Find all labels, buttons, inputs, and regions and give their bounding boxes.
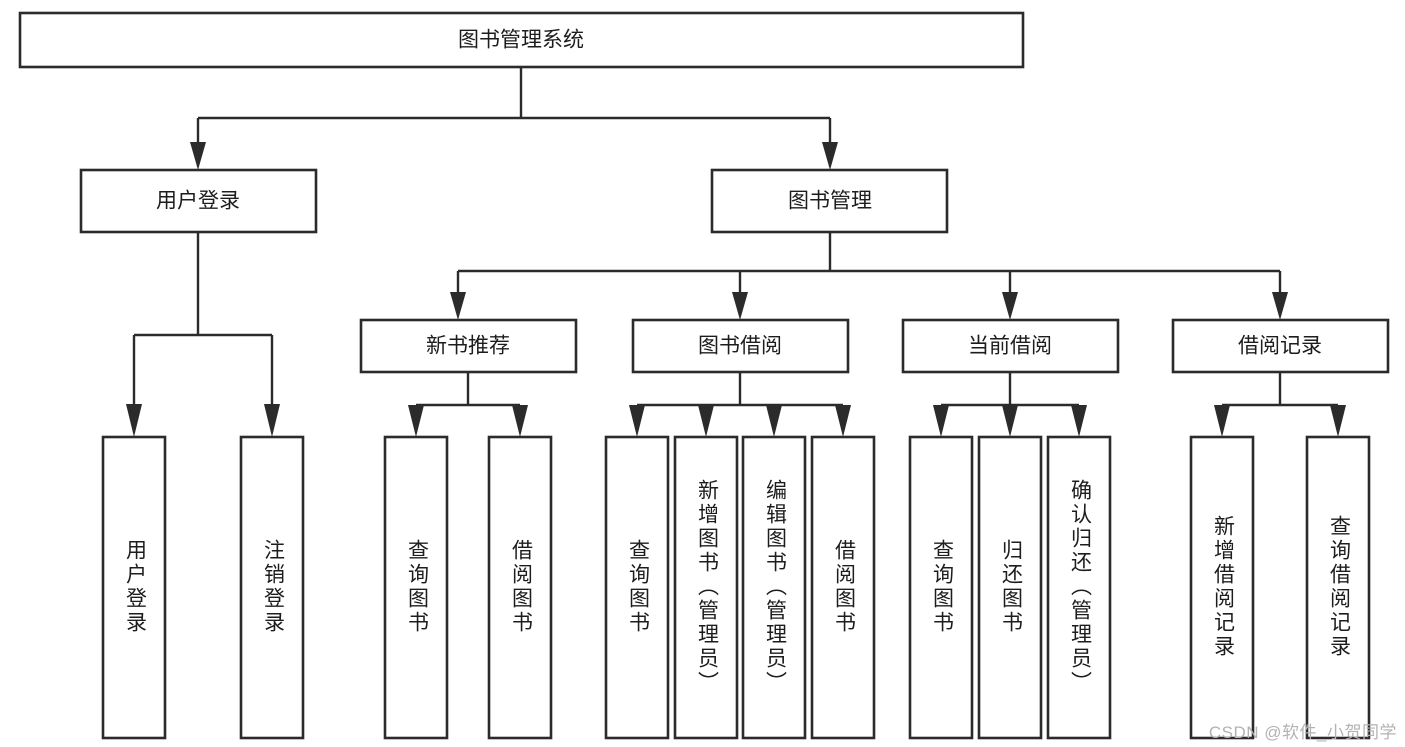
node-root-label: 图书管理系统: [458, 29, 584, 52]
node-leaf-borrow-book-2-box[interactable]: [810, 435, 876, 740]
node-book-manage-label: 图书管理: [788, 190, 872, 213]
arrow-bb-child4: [835, 405, 851, 437]
node-leaf-query-record-box[interactable]: [1305, 435, 1371, 740]
node-current-borrow-label: 当前借阅: [968, 335, 1052, 358]
arrow-br-child1: [1214, 405, 1230, 437]
csdn-watermark: CSDN @软件_小贺同学: [1208, 723, 1397, 742]
node-leaf-logout-label: 注销登录: [261, 539, 285, 635]
node-borrow-record[interactable]: 借阅记录: [1171, 318, 1390, 374]
node-leaf-add-record-box[interactable]: [1189, 435, 1255, 740]
node-book-borrow-label: 图书借阅: [698, 335, 782, 358]
node-leaf-add-book-box[interactable]: [673, 435, 739, 740]
arrow-br-child2: [1330, 405, 1346, 437]
node-leaf-return-book[interactable]: 归还图书: [977, 435, 1043, 740]
node-leaf-borrow-book-1[interactable]: 借阅图书: [487, 435, 553, 740]
node-leaf-borrow-book-2-label: 借阅图书: [832, 539, 856, 635]
node-leaf-user-login-label: 用户登录: [123, 539, 147, 635]
node-leaf-confirm-return-box[interactable]: [1046, 435, 1112, 740]
node-leaf-query-record[interactable]: 查询借阅记录: [1305, 435, 1371, 740]
node-book-borrow[interactable]: 图书借阅: [631, 318, 850, 374]
node-root-box[interactable]: [18, 11, 1025, 69]
node-leaf-query-book-3[interactable]: 查询图书: [908, 435, 974, 740]
node-leaf-query-book-2[interactable]: 查询图书: [604, 435, 670, 740]
arrow-root-to-book-manage: [822, 142, 838, 170]
node-current-borrow-box[interactable]: [901, 318, 1120, 374]
node-user-login[interactable]: 用户登录: [79, 168, 318, 234]
node-leaf-user-login[interactable]: 用户登录: [101, 435, 167, 740]
node-leaf-edit-book[interactable]: 编辑图书（管理员）: [741, 435, 807, 740]
node-book-borrow-box[interactable]: [631, 318, 850, 374]
arrow-ul-child1: [126, 404, 142, 437]
node-leaf-query-book-3-label: 查询图书: [930, 539, 954, 635]
node-leaf-query-book-1-label: 查询图书: [405, 539, 429, 635]
arrow-bm-child3: [1002, 292, 1018, 320]
arrow-ul-child2: [264, 404, 280, 437]
node-new-book-rec-label: 新书推荐: [426, 335, 510, 358]
node-book-manage-box[interactable]: [710, 168, 949, 234]
arrow-cb-child1: [933, 405, 949, 437]
node-leaf-query-book-3-box[interactable]: [908, 435, 974, 740]
node-leaf-query-book-2-box[interactable]: [604, 435, 670, 740]
node-leaf-add-record-label: 新增借阅记录: [1211, 515, 1235, 659]
connector-layer: [126, 67, 1346, 437]
node-leaf-logout-box[interactable]: [239, 435, 305, 740]
node-leaf-confirm-return[interactable]: 确认归还（管理员）: [1046, 435, 1112, 740]
node-leaf-confirm-return-label: 确认归还（管理员）: [1068, 479, 1092, 695]
node-user-login-label: 用户登录: [156, 190, 240, 213]
node-leaf-borrow-book-1-label: 借阅图书: [509, 539, 533, 635]
node-leaf-query-record-label: 查询借阅记录: [1327, 515, 1351, 659]
node-leaf-user-login-box[interactable]: [101, 435, 167, 740]
node-leaf-edit-book-box[interactable]: [741, 435, 807, 740]
node-leaf-borrow-book-1-box[interactable]: [487, 435, 553, 740]
node-leaf-add-book[interactable]: 新增图书（管理员）: [673, 435, 739, 740]
node-user-login-box[interactable]: [79, 168, 318, 234]
node-leaf-return-book-label: 归还图书: [999, 539, 1023, 635]
node-leaf-query-book-1-box[interactable]: [383, 435, 449, 740]
node-book-manage[interactable]: 图书管理: [710, 168, 949, 234]
node-root[interactable]: 图书管理系统: [18, 11, 1025, 69]
node-leaf-query-book-1[interactable]: 查询图书: [383, 435, 449, 740]
arrow-root-to-user-login: [190, 142, 206, 170]
arrow-cb-child3: [1071, 405, 1087, 437]
node-leaf-return-book-box[interactable]: [977, 435, 1043, 740]
arrow-nb-child1: [408, 405, 424, 437]
arrow-bm-child4: [1272, 292, 1288, 320]
node-leaf-add-record[interactable]: 新增借阅记录: [1189, 435, 1255, 740]
node-leaf-logout[interactable]: 注销登录: [239, 435, 305, 740]
node-current-borrow[interactable]: 当前借阅: [901, 318, 1120, 374]
node-borrow-record-label: 借阅记录: [1238, 335, 1322, 358]
node-borrow-record-box[interactable]: [1171, 318, 1390, 374]
arrow-bm-child1: [450, 292, 466, 320]
node-leaf-edit-book-label: 编辑图书（管理员）: [763, 479, 787, 695]
arrow-bb-child1: [629, 405, 645, 437]
arrow-cb-child2: [1002, 405, 1018, 437]
arrow-nb-child2: [512, 405, 528, 437]
arrow-bb-child3: [766, 405, 782, 437]
node-leaf-add-book-label: 新增图书（管理员）: [695, 479, 719, 695]
arrow-bb-child2: [698, 405, 714, 437]
node-new-book-rec[interactable]: 新书推荐: [359, 318, 578, 374]
node-leaf-query-book-2-label: 查询图书: [626, 539, 650, 635]
arrow-bm-child2: [732, 292, 748, 320]
node-new-book-rec-box[interactable]: [359, 318, 578, 374]
node-leaf-borrow-book-2[interactable]: 借阅图书: [810, 435, 876, 740]
